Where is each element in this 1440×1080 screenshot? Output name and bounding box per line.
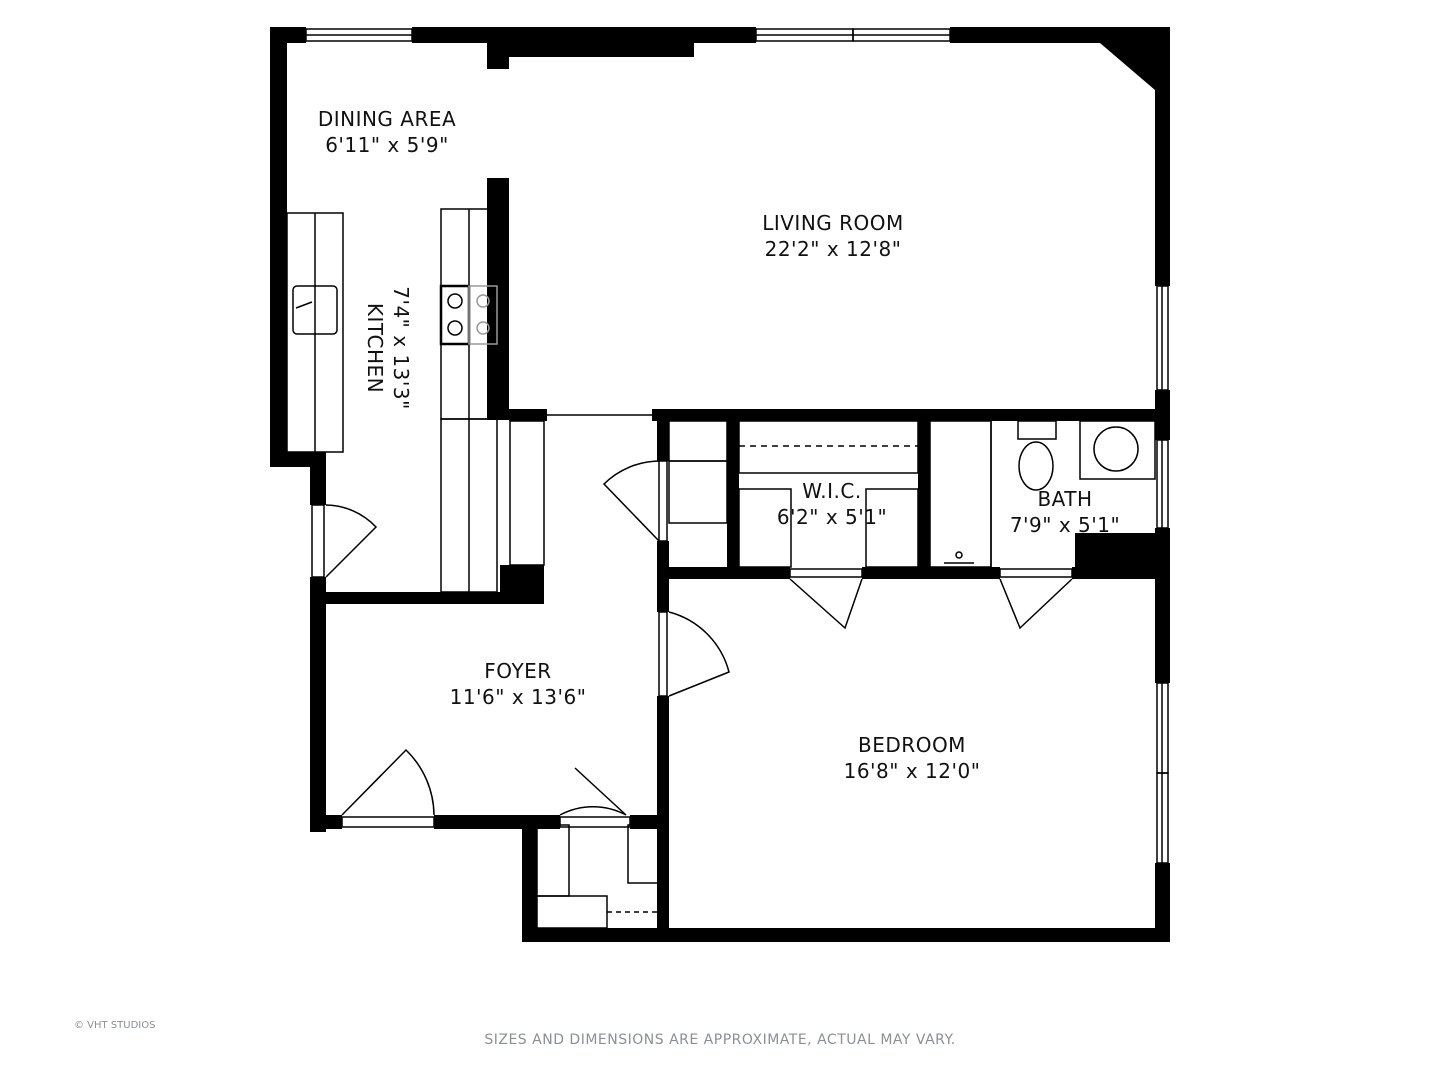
room-name-kitchen: KITCHEN <box>363 303 387 393</box>
credit-text: © VHT STUDIOS <box>74 1020 156 1031</box>
doors <box>311 460 1073 828</box>
room-name-foyer: FOYER <box>484 659 551 683</box>
room-name-living: LIVING ROOM <box>762 211 904 235</box>
room-labels: DINING AREA 6'11" x 5'9" LIVING ROOM 22'… <box>318 107 1120 783</box>
windows <box>305 28 1169 864</box>
disclaimer-text: SIZES AND DIMENSIONS ARE APPROXIMATE, AC… <box>484 1032 956 1048</box>
room-name-bedroom: BEDROOM <box>858 733 966 757</box>
closet-fixtures <box>536 420 992 929</box>
room-dims-dining: 6'11" x 5'9" <box>325 133 449 157</box>
room-name-dining: DINING AREA <box>318 107 456 131</box>
walls <box>270 27 1170 942</box>
room-dims-kitchen: 7'4" x 13'3" <box>389 286 413 410</box>
room-dims-living: 22'2" x 12'8" <box>765 237 902 261</box>
room-name-wic: W.I.C. <box>802 479 861 503</box>
room-name-bath: BATH <box>1037 487 1092 511</box>
room-dims-wic: 6'2" x 5'1" <box>777 505 887 529</box>
room-dims-bedroom: 16'8" x 12'0" <box>844 759 981 783</box>
room-dims-bath: 7'9" x 5'1" <box>1010 513 1120 537</box>
kitchen-fixtures <box>286 208 545 593</box>
room-dims-foyer: 11'6" x 13'6" <box>450 685 587 709</box>
bath-fixtures <box>990 420 1156 567</box>
